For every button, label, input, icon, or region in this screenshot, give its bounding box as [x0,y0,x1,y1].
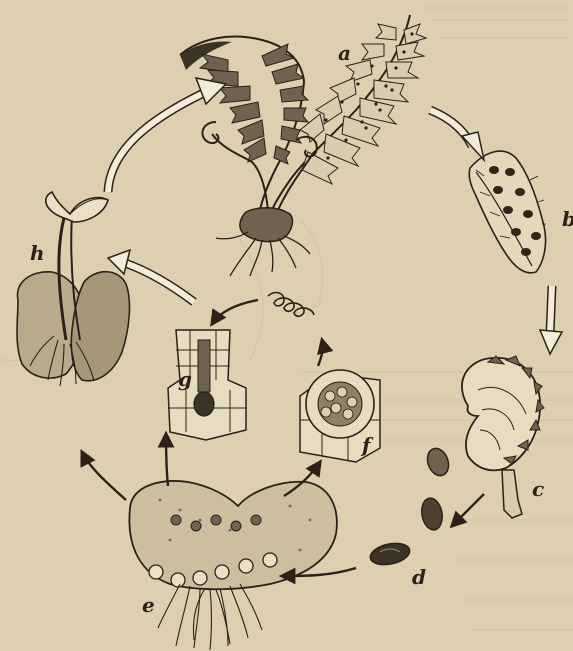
label-g: g [178,367,192,391]
label-c: c [532,477,544,501]
label-a: a [338,41,351,65]
label-d: d [412,565,426,589]
label-e: e [142,593,155,617]
label-h: h [30,241,45,265]
label-b: b [562,207,573,231]
